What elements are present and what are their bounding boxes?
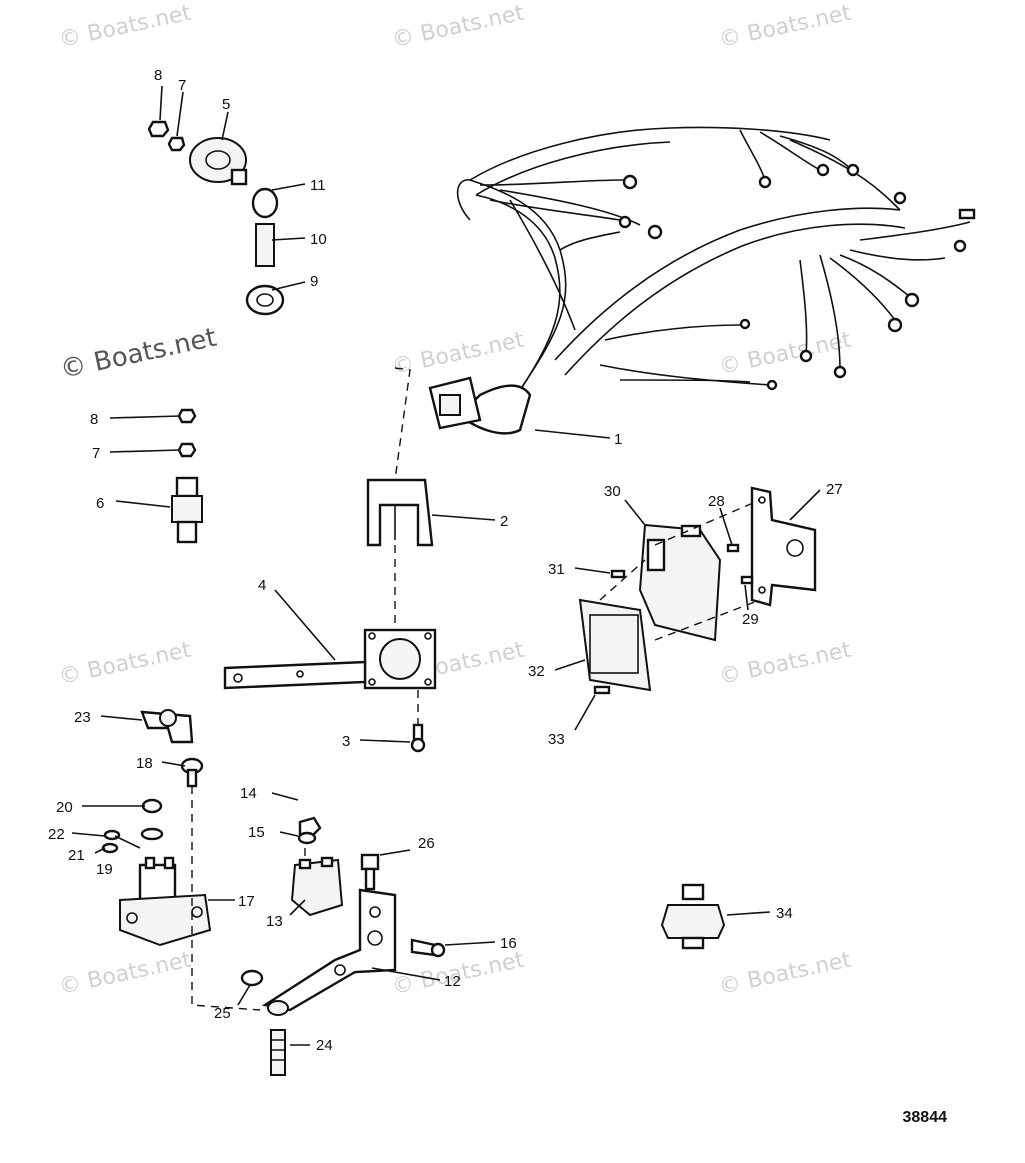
callout-27: 27 bbox=[826, 481, 843, 498]
drawing-number: 38844 bbox=[902, 1109, 948, 1126]
callout-22: 22 bbox=[48, 826, 65, 843]
callout-2: 2 bbox=[500, 513, 508, 530]
mounting-bracket bbox=[223, 628, 437, 690]
solenoid-bracket bbox=[261, 888, 397, 1016]
callout-24: 24 bbox=[316, 1037, 333, 1054]
callout-7: 7 bbox=[178, 77, 186, 94]
sensor-assembly-top bbox=[147, 120, 285, 316]
screw bbox=[410, 723, 426, 753]
nut-and-stud bbox=[240, 969, 286, 1076]
callout-6: 6 bbox=[96, 495, 104, 512]
harness-clip bbox=[366, 478, 434, 547]
leader-lines bbox=[71, 85, 821, 1046]
cable-clamp bbox=[140, 709, 194, 744]
callout-7-secondary: 7 bbox=[92, 445, 100, 462]
wiring-harness bbox=[428, 126, 976, 435]
temperature-sender bbox=[171, 408, 203, 544]
callout-30: 30 bbox=[604, 483, 621, 500]
callout-1: 1 bbox=[614, 431, 622, 448]
assembly-lines bbox=[191, 367, 419, 1011]
bolt bbox=[360, 853, 380, 891]
callout-18: 18 bbox=[136, 755, 153, 772]
callout-5: 5 bbox=[222, 96, 230, 113]
callout-15: 15 bbox=[248, 824, 265, 841]
callout-26: 26 bbox=[418, 835, 435, 852]
callout-28: 28 bbox=[708, 493, 725, 510]
knock-sensor bbox=[660, 883, 726, 950]
callout-12: 12 bbox=[444, 973, 461, 990]
callout-14: 14 bbox=[240, 785, 257, 802]
callout-11: 11 bbox=[310, 177, 326, 194]
callout-33: 33 bbox=[548, 731, 565, 748]
callout-10: 10 bbox=[310, 231, 327, 248]
callout-20: 20 bbox=[56, 799, 73, 816]
callout-9: 9 bbox=[310, 273, 318, 290]
callout-17: 17 bbox=[238, 893, 255, 910]
relay-assembly bbox=[290, 816, 344, 917]
callout-29: 29 bbox=[742, 611, 759, 628]
callout-25: 25 bbox=[214, 1005, 231, 1022]
callout-8: 8 bbox=[154, 67, 162, 84]
callout-34: 34 bbox=[776, 905, 793, 922]
bolt bbox=[180, 757, 204, 788]
callout-3: 3 bbox=[342, 733, 350, 750]
callout-13: 13 bbox=[266, 913, 283, 930]
callout-23: 23 bbox=[74, 709, 91, 726]
callout-32: 32 bbox=[528, 663, 545, 680]
ignition-module-group bbox=[578, 486, 817, 695]
screw bbox=[410, 938, 446, 958]
callout-19: 19 bbox=[96, 861, 113, 878]
callout-21: 21 bbox=[68, 847, 85, 864]
solenoid-assembly bbox=[101, 798, 212, 947]
callout-labels: 1 2 3 4 5 6 7 8 9 10 11 12 13 14 15 16 1… bbox=[48, 67, 843, 1054]
callout-31: 31 bbox=[548, 561, 565, 578]
callout-4: 4 bbox=[258, 577, 266, 594]
callout-8-secondary: 8 bbox=[90, 411, 98, 428]
callout-16: 16 bbox=[500, 935, 517, 952]
